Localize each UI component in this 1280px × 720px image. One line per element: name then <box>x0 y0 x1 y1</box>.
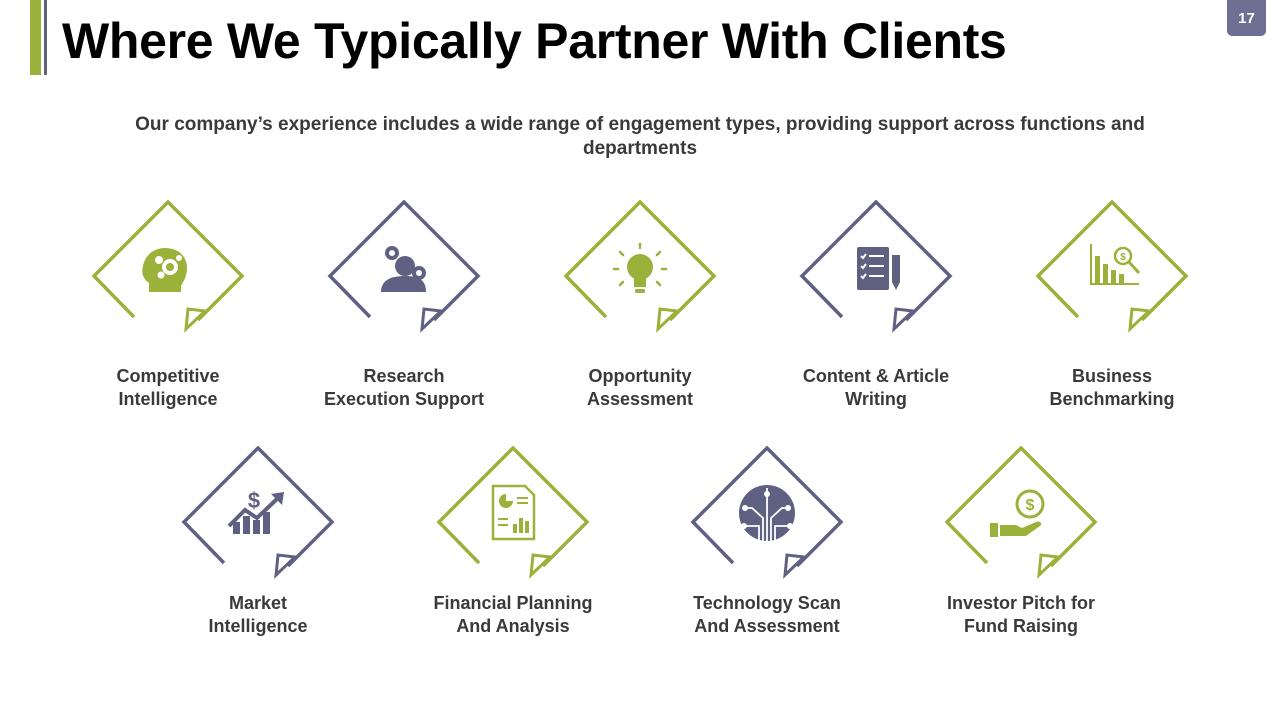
engagement-label: Research Execution Support <box>309 365 499 411</box>
label-line-2: Writing <box>845 389 907 409</box>
svg-text:$: $ <box>248 488 260 513</box>
label-line-1: Competitive <box>116 366 220 386</box>
diamond-arrow-frame: $ <box>944 446 1098 579</box>
svg-text:$: $ <box>1026 497 1035 514</box>
engagement-label: Technology Scan And Assessment <box>672 592 862 638</box>
diamond-arrow-frame <box>690 446 844 579</box>
engagement-label: Content & Article Writing <box>781 365 971 411</box>
svg-text:$: $ <box>1120 252 1126 263</box>
label-line-2: And Assessment <box>694 616 840 636</box>
dollar-growth-icon: $ <box>227 488 284 534</box>
slide-subtitle: Our company’s experience includes a wide… <box>135 114 1145 159</box>
label-line-2: And Analysis <box>456 616 570 636</box>
lightbulb-icon <box>612 242 668 293</box>
diamond-arrow-frame <box>436 446 590 579</box>
label-line-2: Intelligence <box>208 616 308 636</box>
label-line-1: Market <box>228 593 288 613</box>
circuit-icon <box>739 485 795 541</box>
label-line-1: Research <box>363 366 445 386</box>
engagement-label: Competitive Intelligence <box>73 365 263 411</box>
diamond-arrow-frame: $ <box>1035 200 1189 333</box>
label-line-1: Financial Planning <box>433 593 593 613</box>
engagement-label: Investor Pitch for Fund Raising <box>926 592 1116 638</box>
label-line-1: Technology Scan <box>693 593 841 613</box>
engagement-label: Business Benchmarking <box>1017 365 1207 411</box>
diamond-arrow-frame: $ <box>181 446 335 579</box>
hand-coin-icon: $ <box>990 489 1045 537</box>
label-line-2: Benchmarking <box>1049 389 1175 409</box>
title-accent-bar-green <box>30 0 41 75</box>
label-line-2: Assessment <box>586 389 694 409</box>
label-line-1: Content & Article <box>802 366 950 386</box>
label-line-2: Intelligence <box>118 389 218 409</box>
diamond-arrow-frame <box>799 200 953 333</box>
diamond-arrow-frame <box>327 200 481 333</box>
diamond-arrow-frame <box>563 200 717 333</box>
label-line-1: Opportunity <box>588 366 692 386</box>
financial-report-icon <box>491 484 536 541</box>
engagement-label: Opportunity Assessment <box>545 365 735 411</box>
title-accent-bar-gray <box>44 0 47 75</box>
engagement-label: Market Intelligence <box>163 592 353 638</box>
brain-gears-icon <box>142 248 187 292</box>
person-gears-icon <box>381 246 426 292</box>
slide-title: Where We Typically Partner With Clients <box>62 13 1007 69</box>
diamond-arrow-frame <box>91 200 245 333</box>
checklist-pen-icon <box>857 247 900 290</box>
engagement-label: Financial Planning And Analysis <box>418 592 608 638</box>
label-line-1: Investor Pitch for <box>946 593 1096 613</box>
label-line-1: Business <box>1071 366 1153 386</box>
chart-magnifier-icon: $ <box>1090 244 1141 285</box>
label-line-2: Fund Raising <box>964 616 1078 636</box>
page-number-badge: 17 <box>1227 0 1266 36</box>
label-line-2: Execution Support <box>323 389 484 409</box>
